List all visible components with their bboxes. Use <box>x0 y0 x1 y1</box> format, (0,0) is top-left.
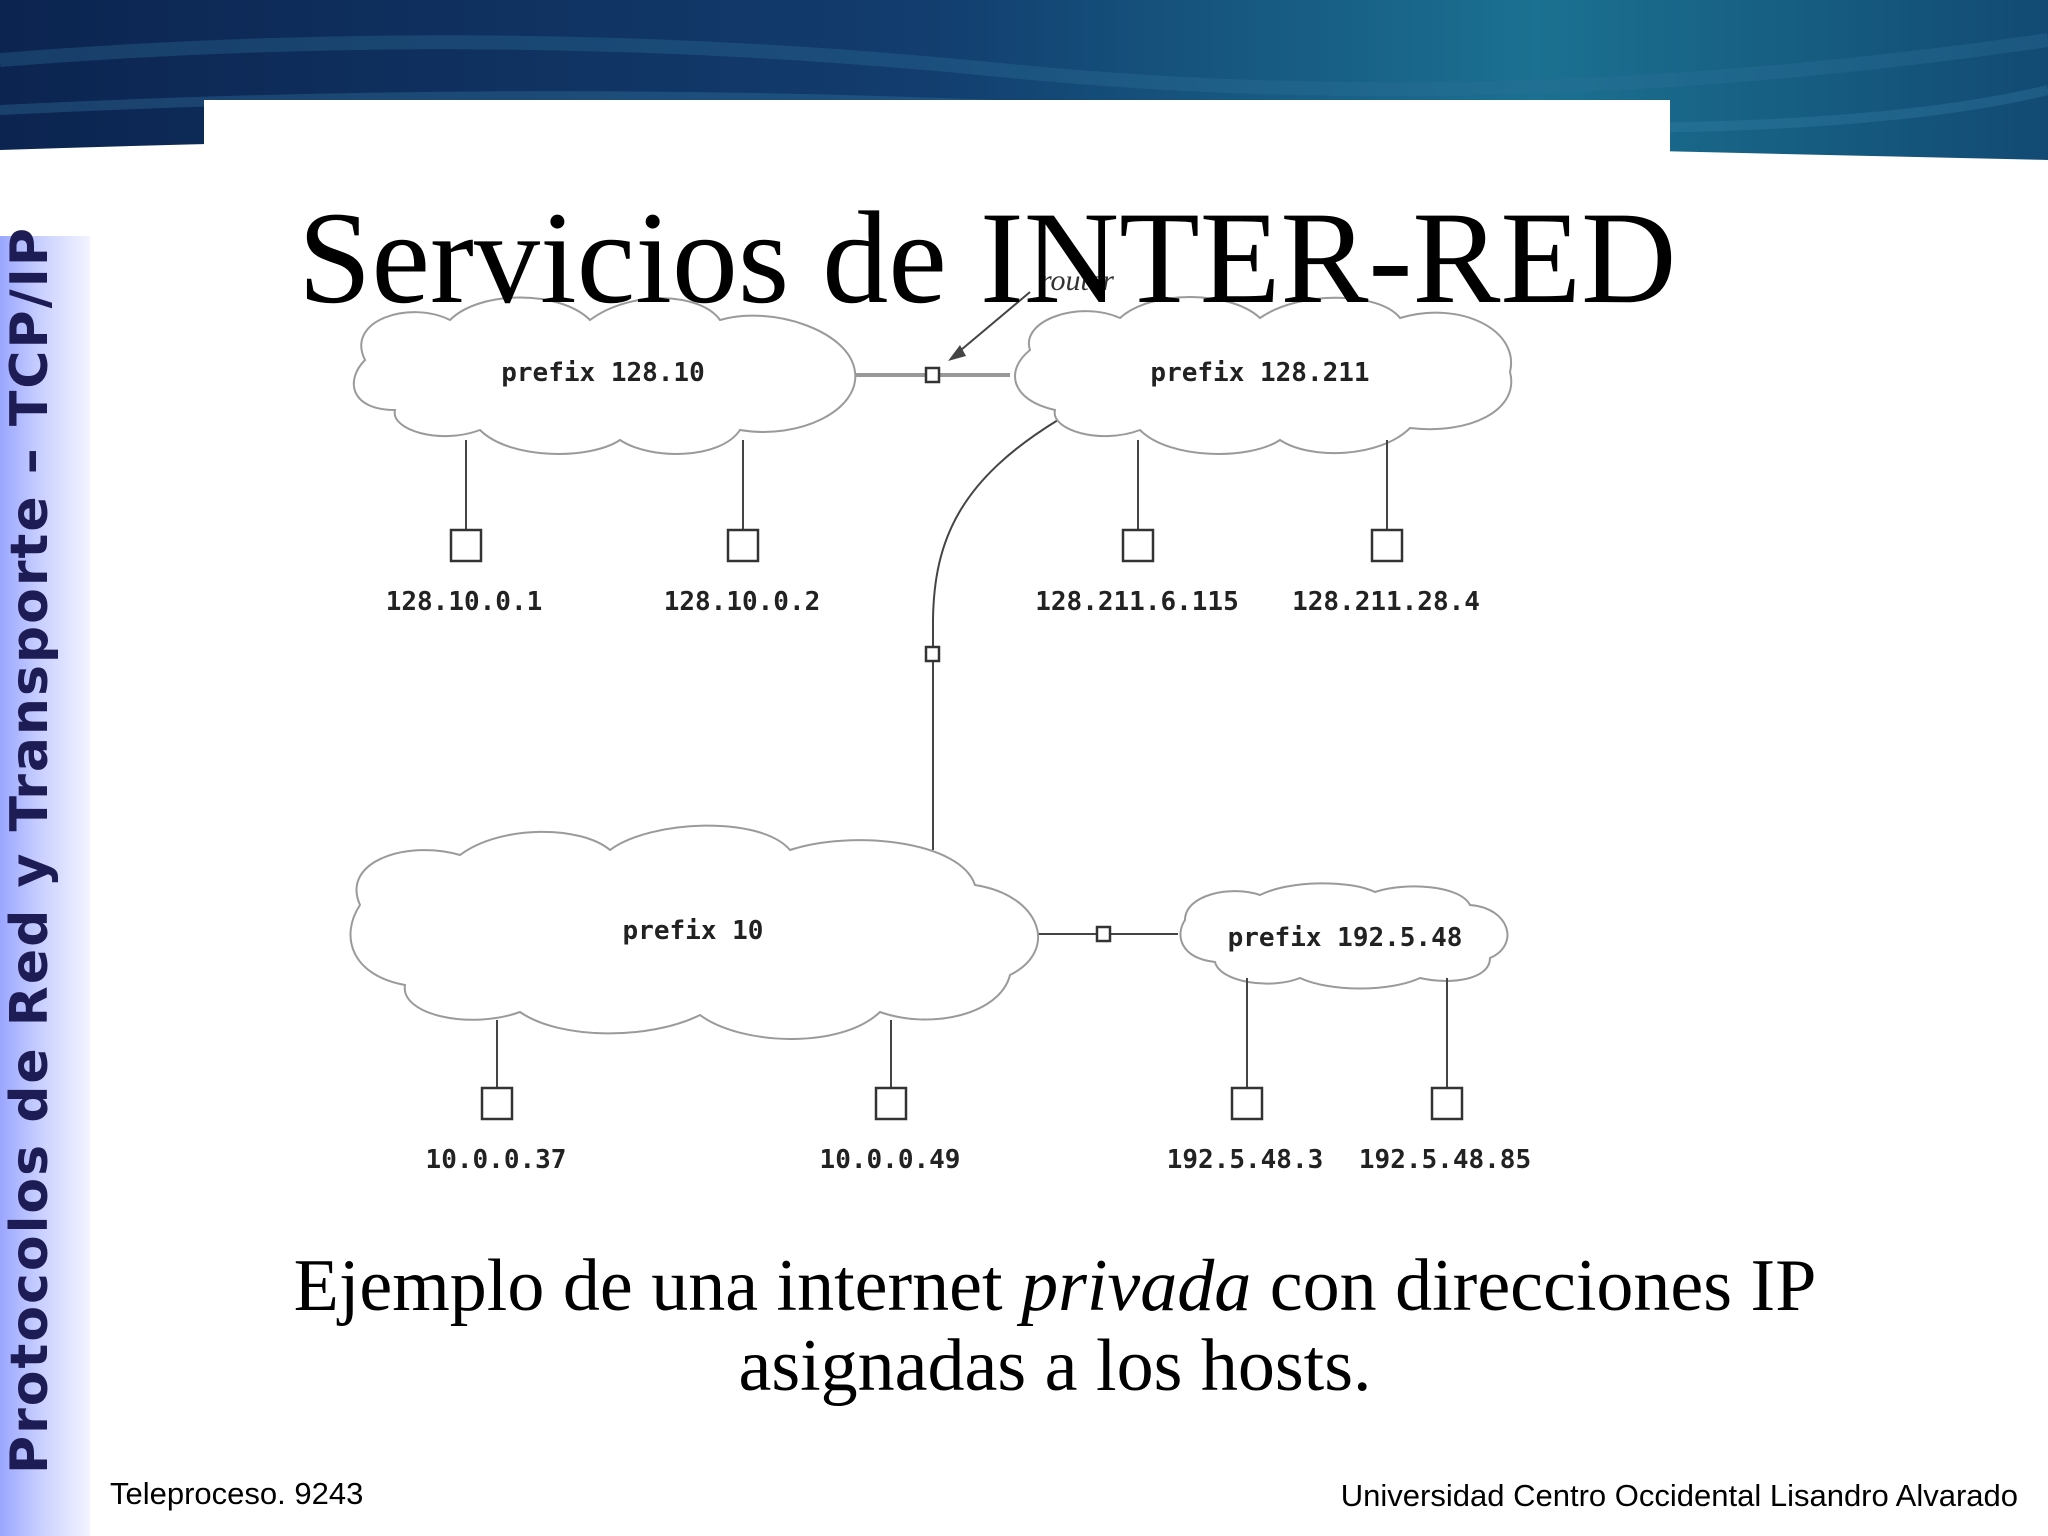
network-prefix-10: prefix 10 <box>623 916 764 946</box>
caption-text-end: con direcciones IP asignadas a los hosts… <box>738 1245 1817 1407</box>
host-icon <box>1230 1086 1264 1121</box>
cloud-192-5-48 <box>1179 882 1509 990</box>
caption-text-start: Ejemplo de una internet <box>293 1245 1022 1327</box>
title-area-background <box>204 100 1670 220</box>
slide-title: Servicios de INTER-RED <box>298 184 1677 331</box>
cloud-10 <box>349 824 1039 1040</box>
host-icon <box>726 528 760 563</box>
cloud-128-10 <box>352 296 857 455</box>
router-label: router <box>1040 264 1114 297</box>
network-prefix-192-5-48: prefix 192.5.48 <box>1228 923 1463 953</box>
router-3 <box>1095 925 1112 943</box>
network-prefix-128-211: prefix 128.211 <box>1150 358 1369 388</box>
host-icon <box>1430 1086 1464 1121</box>
host-address: 128.211.6.115 <box>1035 587 1239 617</box>
host-address: 10.0.0.49 <box>820 1145 961 1175</box>
host-icon <box>449 528 483 563</box>
host-address: 128.10.0.2 <box>664 587 821 617</box>
host-address: 192.5.48.85 <box>1359 1145 1531 1175</box>
host-icon <box>1121 528 1155 563</box>
host-icon <box>1370 528 1404 563</box>
footer-course-code: Teleproceso. 9243 <box>110 1476 364 1511</box>
host-address: 128.211.28.4 <box>1292 587 1480 617</box>
caption-emphasis: privada <box>1021 1245 1252 1327</box>
cloud-128-211 <box>1014 296 1513 455</box>
router-2 <box>924 645 941 663</box>
footer-university: Universidad Centro Occidental Lisandro A… <box>1340 1478 2018 1513</box>
host-address: 128.10.0.1 <box>386 587 543 617</box>
host-icon <box>874 1086 908 1121</box>
host-address: 10.0.0.37 <box>426 1145 567 1175</box>
host-icon <box>480 1086 514 1121</box>
host-address: 192.5.48.3 <box>1167 1145 1324 1175</box>
side-bar <box>0 236 90 1536</box>
link-128-211-to-10 <box>932 419 1059 850</box>
router-1 <box>924 366 941 384</box>
router-arrowhead <box>948 345 966 361</box>
slide-caption: Ejemplo de una internet privada con dire… <box>210 1246 1900 1406</box>
network-prefix-128-10: prefix 128.10 <box>501 358 705 388</box>
router-arrow <box>954 291 1031 356</box>
